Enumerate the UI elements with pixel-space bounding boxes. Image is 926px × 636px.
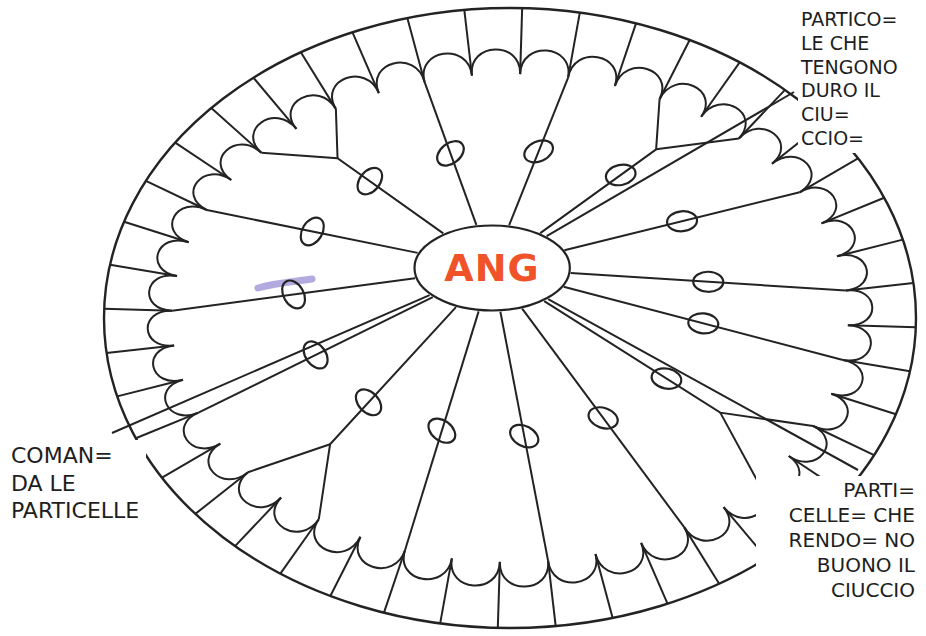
villus-line [843,360,910,371]
spoke-line [564,287,843,360]
villus-line [846,283,914,290]
particle [432,136,468,170]
particle [693,271,723,292]
particle [687,312,719,335]
leader-lines [112,92,858,470]
villus-line [837,240,903,257]
villus-line [568,13,580,78]
villus-line [831,394,896,414]
spoke-line [509,78,568,225]
spoke-line [336,109,338,158]
spoke-line [564,192,799,250]
spoke-line [261,153,443,234]
spoke-line [571,273,846,291]
particle [353,163,387,199]
particle [299,337,333,373]
villus-line [822,198,885,224]
villus-line [800,158,858,192]
villus-line [235,498,281,547]
spoke-line [425,82,477,225]
villus-line [352,32,378,93]
spoke-line [522,309,684,527]
villus-line [464,10,472,76]
villus-line [595,554,612,618]
particle [521,136,557,166]
villus-line [684,527,719,584]
villus-line [407,18,424,82]
villus-line [253,78,296,129]
callout-label: PARTICO= LE CHE TENGONO DURO IL CIU= CCI… [798,6,920,153]
villus-line [440,558,452,623]
villus-line [175,143,231,180]
leader-line [547,92,794,236]
villus-line [124,222,189,242]
villus-line [117,380,183,397]
callout-label: PARTI= CELLE= CHE RENDO= NO BUONO IL CIU… [756,476,918,605]
particle [666,210,698,232]
villus-line [384,550,405,613]
villus-line [641,543,667,604]
particle [604,162,638,188]
spoke-line [319,307,456,519]
particle [277,276,309,312]
spoke-line [405,311,479,550]
villus-line [615,23,636,86]
villus-line [498,562,500,628]
villus-line [104,309,172,311]
particle [424,414,460,448]
villus-line [548,560,556,626]
villus-line [301,52,336,109]
villus-line [136,413,199,439]
leader-line [112,295,430,433]
villus-line [701,62,739,116]
villus-line [330,537,360,596]
spoke-line [207,210,418,253]
villus-line [739,90,785,139]
particle [296,213,329,249]
node-label: ANG [444,246,539,290]
particle [506,420,542,452]
villus-line [660,40,690,99]
villus-line [195,472,248,514]
spoke-line [540,99,659,233]
central-body: ANG [413,224,571,312]
villus-line [520,8,522,74]
spokes [172,78,846,561]
villus-line [211,108,261,153]
villus-line [146,181,207,210]
villus-line [280,519,318,573]
spoke-line [720,413,758,484]
callout-label: COMAN= DA LE PARTICELLE [8,440,146,527]
spoke-line [248,444,330,472]
leader-line [548,299,858,470]
spoke-line [172,278,415,310]
particle [586,404,621,433]
villus-line [848,325,916,327]
body-ellipse [414,226,569,311]
spoke-line [198,297,432,412]
spoke-line [500,312,548,561]
villus-line [162,444,220,478]
particle [351,385,386,421]
villus-line [107,345,175,352]
villus-line [110,265,177,276]
